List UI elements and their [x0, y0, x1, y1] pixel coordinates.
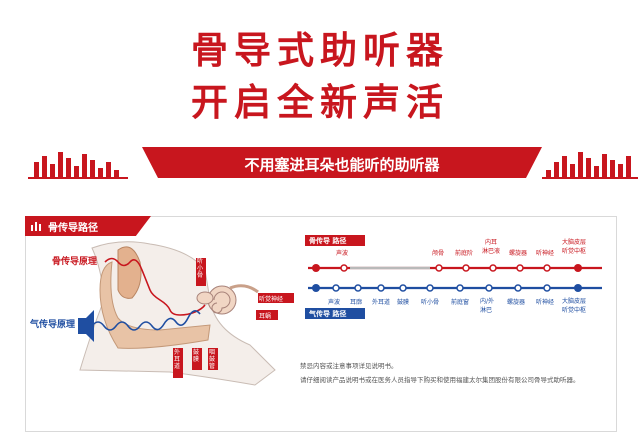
air-path-dots	[312, 284, 582, 292]
headline-line-2: 开启全新声活	[191, 81, 449, 124]
equalizer-left-icon	[28, 152, 128, 179]
eardrum-label: 鼓膜	[193, 349, 200, 363]
sound-wave-icon	[31, 222, 41, 231]
auditory-nerve-label: 听觉神经	[259, 296, 284, 303]
bone-step-6: 听神经	[536, 250, 555, 257]
bone-path-dots	[312, 264, 582, 272]
panel-tab	[25, 216, 151, 236]
air-step-7: 内/外 淋巴	[480, 298, 495, 314]
usage-note: 请仔细阅读产品说明书或在医务人员指导下购买和使用福建太尔集团股份有限公司骨导式助…	[300, 376, 580, 384]
banner-text: 不用塞进耳朵也能听的助听器	[244, 156, 440, 174]
equalizer-right-icon	[542, 152, 638, 179]
stapes-label: 听小骨	[197, 258, 204, 279]
outer-ear	[99, 261, 211, 349]
air-wave	[91, 310, 201, 331]
eustachian-tube-label: 咽鼓管	[209, 349, 216, 370]
ear-canal-label: 外耳道	[174, 349, 181, 370]
bone-step-5: 螺旋器	[509, 250, 528, 257]
warning-note: 禁忌内容或注意事项详见说明书。	[300, 362, 398, 370]
bone-path-label: 骨传导 路径	[309, 237, 347, 245]
air-step-8: 螺旋器	[507, 299, 526, 306]
bone-conduction-label: 骨传导原理	[52, 257, 98, 267]
air-step-2: 耳廓	[350, 299, 363, 306]
bone-step-3: 前庭阶	[455, 250, 474, 257]
banner-background	[142, 147, 542, 178]
cochlea-label: 耳蜗	[259, 313, 272, 320]
bone-step-2: 颅骨	[432, 250, 445, 257]
air-step-5: 听小骨	[421, 299, 440, 306]
headline-line-1: 骨导式助听器	[191, 29, 449, 72]
air-step-6: 前庭窗	[451, 299, 470, 306]
bone-step-7: 大脑皮层 听觉中枢	[562, 239, 587, 255]
speaker-icon	[78, 310, 94, 342]
air-step-3: 外耳道	[372, 299, 391, 306]
air-path-label: 气传导 路径	[309, 310, 347, 318]
air-conduction-label: 气传导原理	[30, 320, 76, 330]
panel-title: 骨传导路径	[48, 223, 98, 234]
air-step-4: 鼓膜	[397, 299, 410, 306]
air-step-10: 大脑皮层 听觉中枢	[562, 298, 587, 314]
bone-step-4: 内耳 淋巴液	[482, 239, 501, 255]
bone-step-1: 声波	[336, 250, 349, 257]
air-step-9: 听神经	[536, 299, 555, 306]
bone-wave	[104, 257, 206, 316]
air-step-1: 声波	[328, 299, 341, 306]
